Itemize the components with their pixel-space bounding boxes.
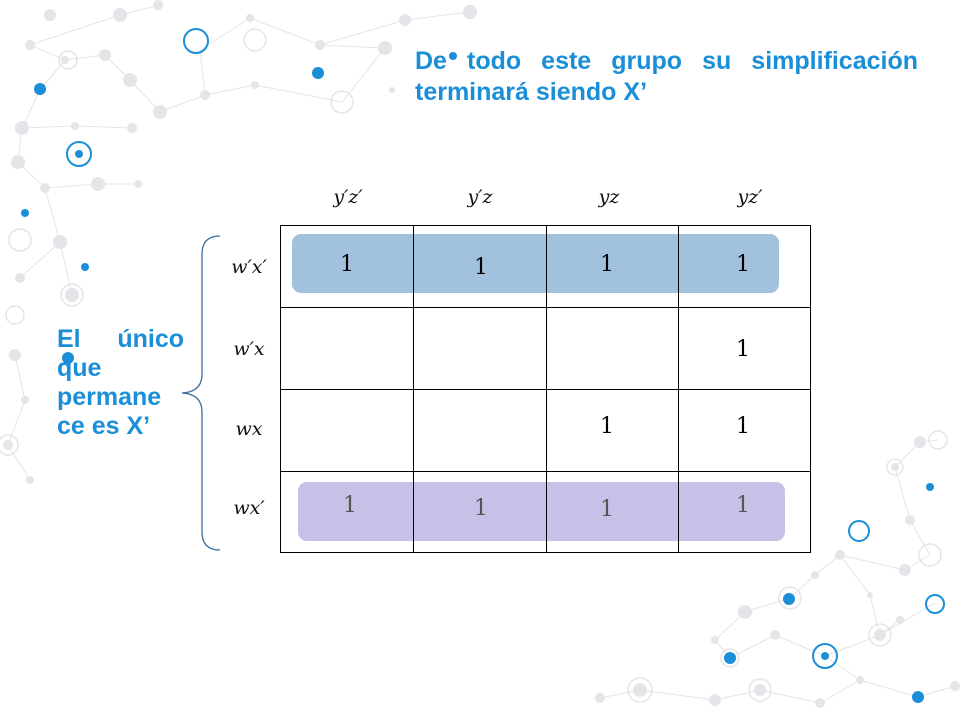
group-highlight-bottom bbox=[298, 482, 785, 541]
kmap-cell: 1 bbox=[343, 493, 357, 518]
curly-brace bbox=[181, 235, 220, 551]
row-label: w′x bbox=[233, 338, 265, 360]
kmap-cell: 1 bbox=[474, 496, 488, 521]
side-note-line: ce es X’ bbox=[57, 412, 151, 440]
row-label: w′x′ bbox=[231, 256, 267, 278]
kmap-cell: 1 bbox=[340, 252, 354, 277]
kmap-cell: 1 bbox=[600, 497, 614, 522]
row-label: wx′ bbox=[233, 497, 265, 519]
kmap-cell: 1 bbox=[736, 414, 750, 439]
grid-line bbox=[281, 389, 810, 390]
grid-line bbox=[281, 307, 810, 308]
side-note-line: que bbox=[57, 354, 102, 382]
heading-text: De todo este grupo su simplificación ter… bbox=[415, 47, 918, 106]
side-note-line: permane bbox=[57, 383, 162, 411]
side-note-line: El único bbox=[57, 325, 184, 353]
kmap-cell: 1 bbox=[600, 252, 614, 277]
grid-line bbox=[281, 471, 810, 472]
column-label: y′z bbox=[467, 186, 493, 208]
row-label: wx bbox=[235, 418, 263, 440]
kmap-cell: 1 bbox=[474, 255, 488, 280]
column-label: yz′ bbox=[737, 186, 763, 208]
group-highlight-top bbox=[292, 234, 779, 293]
kmap-cell: 1 bbox=[600, 414, 614, 439]
karnaugh-map-grid bbox=[280, 225, 811, 553]
kmap-cell: 1 bbox=[736, 252, 750, 277]
column-label: y′z′ bbox=[333, 186, 363, 208]
kmap-cell: 1 bbox=[736, 337, 750, 362]
column-label: yz bbox=[598, 186, 620, 208]
kmap-cell: 1 bbox=[736, 493, 750, 518]
side-note: El único que permane ce es X’ bbox=[57, 325, 184, 441]
